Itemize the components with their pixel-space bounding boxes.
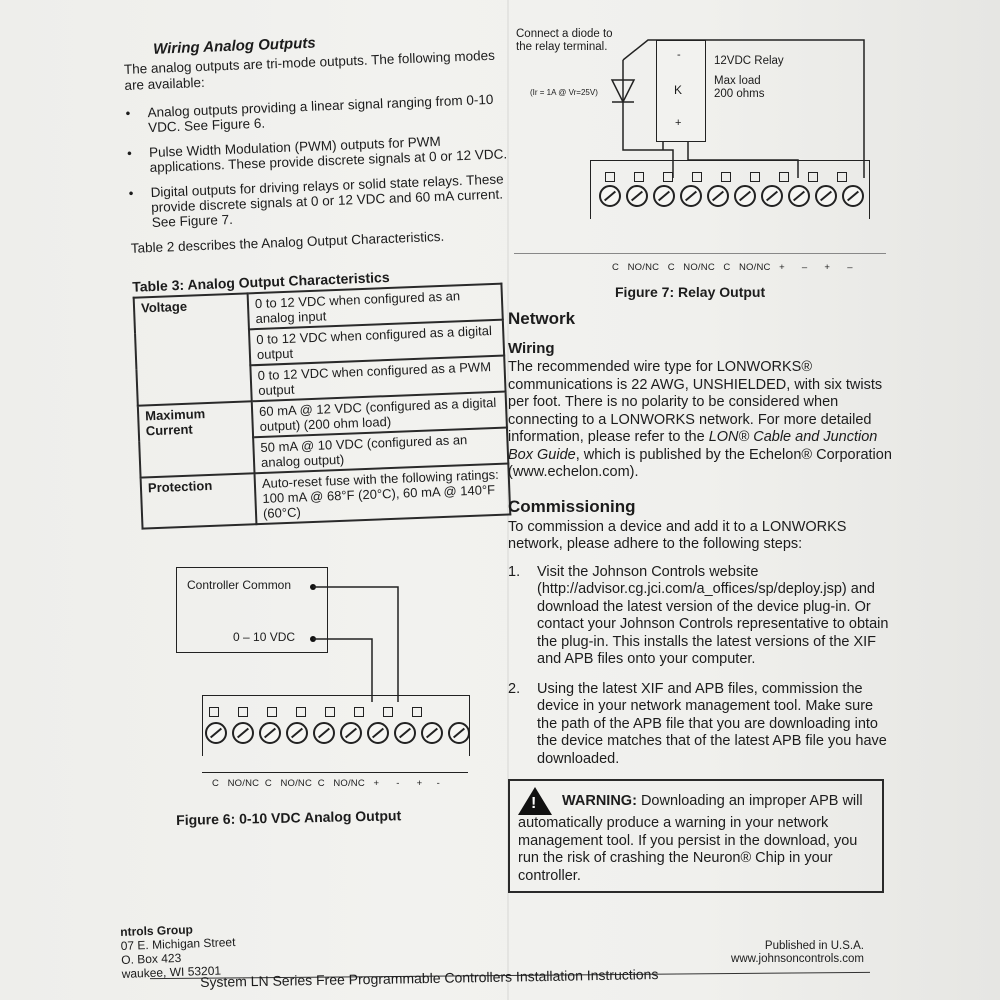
figure-7-diagram: Connect a diode to the relay terminal. (… xyxy=(508,20,893,290)
left-column: Wiring Analog Outputs The analog outputs… xyxy=(122,5,521,529)
relay-load: Max load xyxy=(714,75,761,87)
list-item: 2.Using the latest XIF and APB files, co… xyxy=(508,680,887,767)
characteristics-table: Voltage 0 to 12 VDC when configured as a… xyxy=(133,283,512,530)
table-cell: Auto-reset fuse with the following ratin… xyxy=(254,463,511,525)
steps-list: 1.Visit the Johnson Controls website (ht… xyxy=(508,564,893,769)
table-reference: Table 2 describes the Analog Output Char… xyxy=(130,228,445,256)
list-item: Analog outputs providing a linear signal… xyxy=(125,91,506,136)
list-item: 1.Visit the Johnson Controls website (ht… xyxy=(508,563,889,668)
vdc-label: 0 – 10 VDC xyxy=(233,630,296,644)
fig6-wires xyxy=(310,584,399,702)
controller-box: Controller Common 0 – 10 VDC xyxy=(176,567,328,653)
network-heading: Network xyxy=(508,309,576,328)
footer-publish: Published in U.S.A. www.johnsoncontrols.… xyxy=(731,940,864,965)
list-item: Digital outputs for driving relays or so… xyxy=(128,171,509,231)
wiring-heading: Wiring xyxy=(508,340,555,357)
wiring-paragraph: The recommended wire type for LONWORKS® … xyxy=(508,359,892,480)
controller-common-label: Controller Common xyxy=(187,578,292,592)
row-header: Voltage xyxy=(133,293,252,406)
diode-note: Connect a diode to the relay terminal. xyxy=(516,28,613,53)
figure-6-caption: Figure 6: 0-10 VDC Analog Output xyxy=(176,807,402,828)
warning-box: ! WARNING: Downloading an improper APB wi… xyxy=(508,779,884,893)
figure-6-diagram: Controller Common 0 – 10 VDC C NO/NC C N… xyxy=(176,567,476,789)
warning-text: Downloading an improper APB will automat… xyxy=(518,792,863,884)
terminal-squares xyxy=(209,704,469,740)
commissioning-heading: Commissioning xyxy=(508,496,636,516)
document-title: System LN Series Free Programmable Contr… xyxy=(200,966,659,990)
terminal-block xyxy=(590,160,870,219)
list-item: Pulse Width Modulation (PWM) outputs for… xyxy=(127,131,508,176)
warning-label: WARNING: xyxy=(562,792,637,809)
relay-coil-box: - K + xyxy=(656,40,706,142)
terminal-screws xyxy=(599,185,869,212)
figure-7-caption: Figure 7: Relay Output xyxy=(615,284,766,300)
row-header: Protection xyxy=(140,473,257,529)
terminal-labels: C NO/NC C NO/NC C NO/NC + - + - xyxy=(212,778,440,789)
commissioning-intro: To commission a device and add it to a L… xyxy=(508,518,847,553)
terminal-labels: C NO/NC C NO/NC C NO/NC + – + – xyxy=(612,262,853,273)
diode-rating: (Ir = 1A @ Vr=25V) xyxy=(530,88,598,97)
right-column: Connect a diode to the relay terminal. (… xyxy=(508,20,893,893)
footer-address: ntrols Group 07 E. Michigan Street O. Bo… xyxy=(120,922,236,981)
relay-label: 12VDC Relay xyxy=(714,55,784,67)
page-fold xyxy=(507,0,509,1000)
warning-icon: ! xyxy=(518,787,552,815)
relay-ohms: 200 ohms xyxy=(714,88,765,100)
relay-plus: + xyxy=(675,117,682,129)
row-header: Maximum Current xyxy=(137,401,255,478)
terminal-block xyxy=(202,695,470,756)
relay-minus: - xyxy=(677,49,681,61)
terminal-screws xyxy=(205,722,475,749)
relay-k: K xyxy=(674,83,683,97)
mode-list: Analog outputs providing a linear signal… xyxy=(125,91,510,230)
